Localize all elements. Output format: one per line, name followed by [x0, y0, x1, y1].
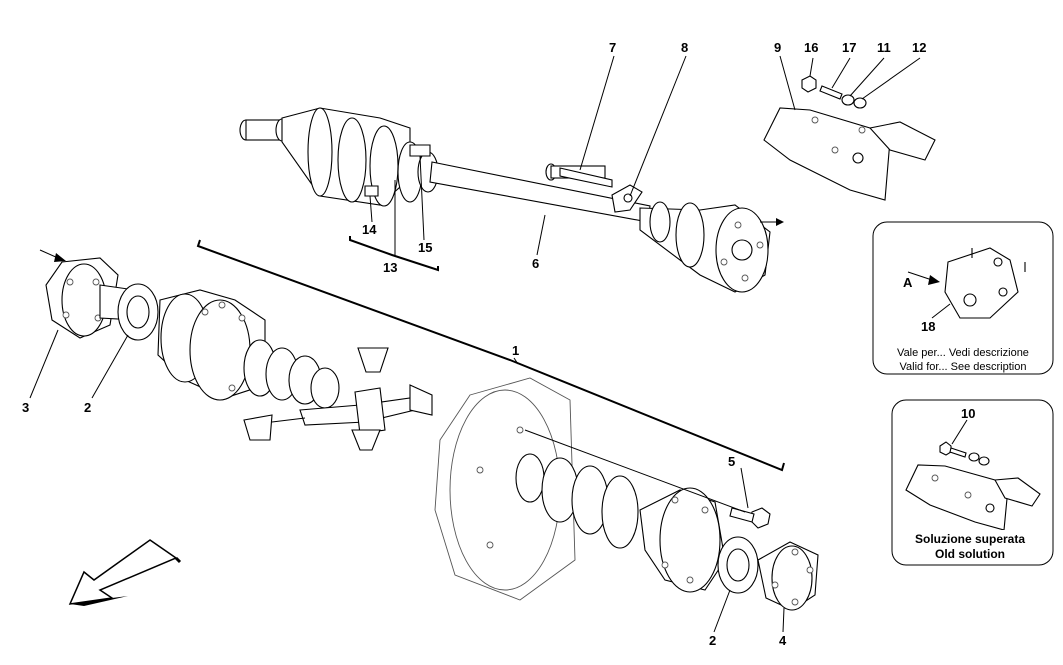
callout-labels: 1 2 2 3 4 5 6 7 8 9 16 17 11 12 14 15 13 — [22, 40, 926, 648]
front-direction-arrow-icon — [68, 539, 182, 606]
note-old-solution-en: Old solution — [935, 547, 1005, 561]
drive-shaft-assembly — [239, 107, 784, 293]
leader-lines — [29, 55, 921, 633]
note-valid-for-en: Valid for... See description — [900, 361, 1027, 373]
heat-shield-9 — [763, 107, 936, 201]
callout-16: 16 — [804, 40, 818, 55]
callout-11: 11 — [877, 40, 891, 55]
callout-4: 4 — [779, 633, 787, 648]
callout-8: 8 — [681, 40, 688, 55]
note-valid-for-it: Vale per... Vedi descrizione — [897, 347, 1029, 359]
differential-assembly-right — [434, 377, 819, 611]
callout-13: 13 — [383, 260, 397, 275]
callout-6: 6 — [532, 256, 539, 271]
differential-assembly-left — [45, 257, 433, 451]
callout-14: 14 — [362, 222, 377, 237]
inset-valid-for: A 18 Vale per... Vedi descrizione Valid … — [872, 221, 1054, 375]
callout-9: 9 — [774, 40, 781, 55]
callout-2-right: 2 — [709, 633, 716, 648]
bolt-7 — [545, 163, 613, 188]
callout-A: A — [903, 275, 913, 290]
callout-18: 18 — [921, 319, 935, 334]
callout-3: 3 — [22, 400, 29, 415]
inset-old-solution: 10 Soluzione superata Old solution — [891, 399, 1054, 566]
callout-7: 7 — [609, 40, 616, 55]
bracket-1 — [196, 239, 785, 472]
callout-5: 5 — [728, 454, 735, 469]
fasteners-16-17-11-12 — [801, 75, 867, 109]
callout-15: 15 — [418, 240, 432, 255]
callout-12: 12 — [912, 40, 926, 55]
callout-2-left: 2 — [84, 400, 91, 415]
bracket-13 — [349, 236, 439, 272]
callout-17: 17 — [842, 40, 856, 55]
callout-10: 10 — [961, 406, 975, 421]
note-old-solution-it: Soluzione superata — [915, 532, 1025, 546]
callout-1: 1 — [512, 343, 519, 358]
